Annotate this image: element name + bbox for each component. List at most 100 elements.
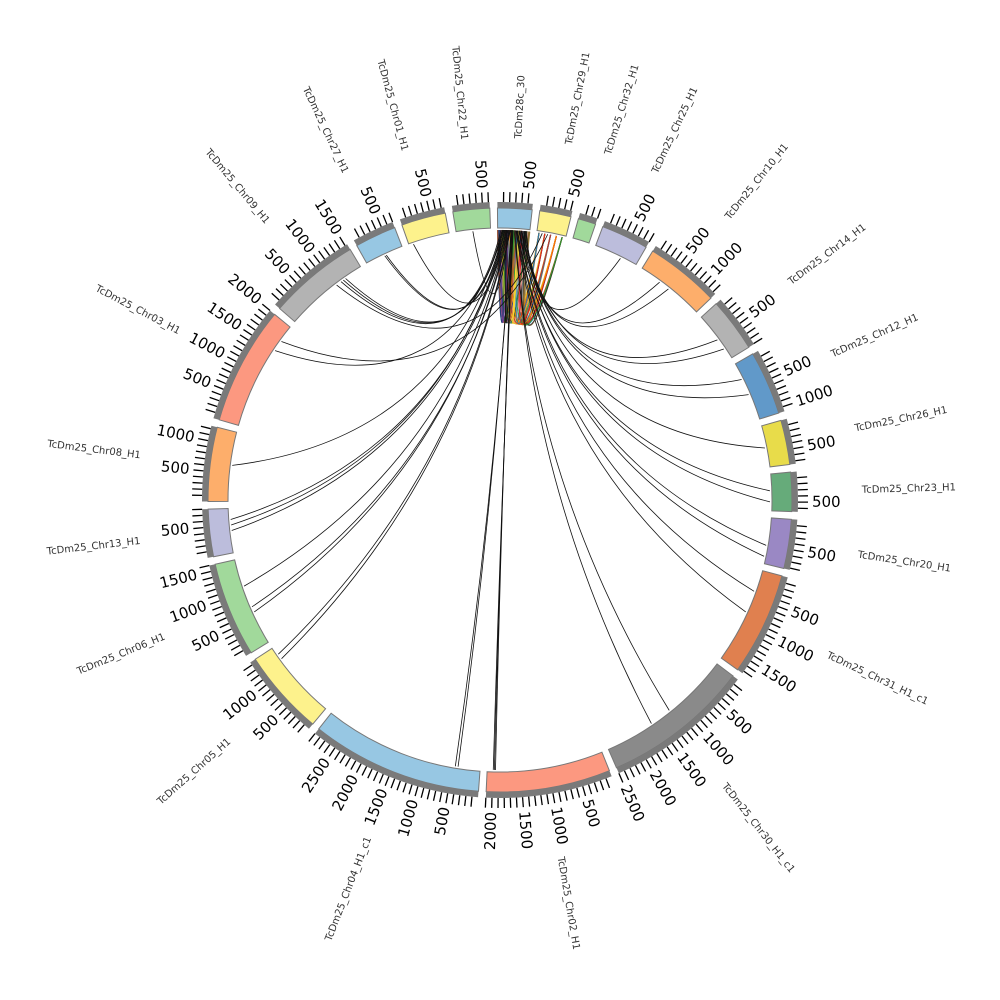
tick-mark	[334, 751, 341, 761]
tick-mark	[746, 665, 756, 673]
tick-mark	[609, 213, 615, 224]
tick-mark	[192, 481, 203, 484]
tick-mark	[292, 720, 301, 729]
tick-mark	[780, 600, 791, 605]
tick-label: 2500	[617, 782, 649, 824]
sector-band	[720, 570, 783, 671]
tick-mark	[318, 250, 326, 260]
tick-mark	[521, 192, 524, 203]
tick-mark	[795, 537, 806, 540]
tick-label: 1500	[311, 196, 346, 238]
tick-label: 2000	[224, 270, 265, 308]
tick-label: 500	[806, 543, 837, 566]
tick-mark	[576, 787, 581, 798]
tick-label: 1500	[673, 749, 710, 791]
tick-mark	[227, 356, 237, 363]
tick-mark	[623, 770, 630, 781]
sector-label: TcDm25_Chr01_H1	[374, 58, 410, 153]
tick-label: 500	[788, 603, 821, 630]
tick-label: 500	[160, 457, 190, 478]
tick-mark	[372, 771, 379, 782]
tick-mark	[455, 194, 459, 206]
tick-mark	[629, 767, 635, 778]
tick-mark	[765, 633, 776, 640]
tick-mark	[640, 762, 647, 772]
tick-mark	[470, 796, 473, 807]
sector-band	[318, 712, 481, 792]
link	[516, 230, 765, 557]
tick-mark	[199, 431, 210, 436]
sector-label: TcDm25_Chr20_H1	[856, 549, 952, 574]
tick-mark	[759, 644, 770, 651]
tick-mark	[796, 525, 807, 528]
tick-label: 500	[781, 352, 814, 380]
tick-mark	[643, 229, 650, 240]
tick-mark	[194, 462, 205, 466]
sector-band	[496, 207, 533, 231]
sector-label: TcDm25_Chr22_H1	[449, 45, 469, 141]
tick-mark	[528, 796, 531, 807]
tick-mark	[246, 323, 256, 331]
tick-mark	[407, 205, 413, 216]
tick-mark	[546, 794, 550, 805]
sector-label: TcDm25_Chr12_H1	[829, 312, 921, 360]
tick-mark	[254, 679, 263, 687]
tick-mark	[196, 444, 207, 448]
tick-mark	[770, 622, 781, 629]
link	[514, 230, 652, 724]
tick-mark	[227, 639, 238, 646]
tick-mark	[193, 533, 204, 536]
tick-mark	[792, 440, 803, 444]
tick-mark	[224, 633, 235, 640]
tick-mark	[685, 258, 693, 268]
tick-mark	[426, 789, 431, 800]
tick-mark	[202, 576, 213, 581]
sector-label: TcDm25_Chr05_H1	[155, 737, 233, 808]
tick-mark	[401, 207, 407, 218]
tick-mark	[782, 402, 793, 408]
tick-mark	[776, 385, 787, 390]
link	[243, 230, 509, 587]
link	[251, 230, 510, 608]
tick-mark	[694, 266, 703, 276]
tick-mark	[246, 669, 256, 677]
tick-mark	[426, 200, 430, 211]
sector-label: TcDm25_Chr06_H1	[75, 632, 167, 678]
tick-mark	[593, 782, 599, 793]
tick-mark	[298, 266, 306, 275]
sector-tcdm25-chr20-h1: 500 TcDm25_Chr20_H1	[763, 517, 952, 575]
tick-mark	[359, 225, 366, 235]
tick-mark	[762, 639, 773, 646]
tick-mark	[570, 200, 574, 211]
tick-mark	[328, 747, 336, 757]
axis-band	[399, 207, 446, 225]
tick-mark	[739, 316, 749, 324]
axis-band	[275, 244, 351, 309]
axis-band	[315, 728, 479, 798]
tick-mark	[224, 361, 234, 368]
link	[517, 230, 767, 546]
tick-mark	[768, 628, 778, 634]
tick-label: 500	[682, 224, 714, 258]
sector-label: TcDm25_Chr03_H1	[93, 283, 182, 337]
tick-label: 500	[631, 191, 660, 225]
tick-mark	[413, 203, 418, 214]
sector-band	[401, 212, 450, 245]
sector-band	[763, 517, 792, 570]
tick-mark	[219, 622, 230, 629]
tick-mark	[236, 339, 246, 346]
tick-mark	[788, 421, 799, 426]
link	[385, 229, 505, 310]
local-link	[504, 230, 513, 324]
tick-label: 1000	[699, 729, 738, 770]
axis-band	[790, 471, 798, 512]
tick-mark	[690, 262, 698, 272]
tick-mark	[695, 723, 704, 733]
tick-mark	[361, 766, 368, 776]
tick-mark	[789, 427, 800, 432]
